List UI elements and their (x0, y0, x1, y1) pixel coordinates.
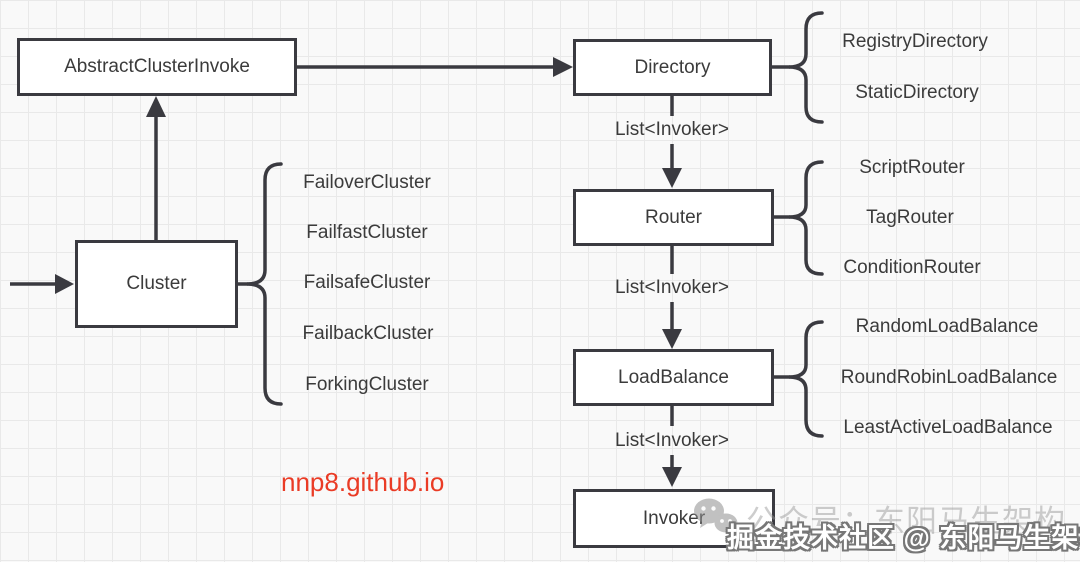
arrow-loadbalance-to-invoker (662, 406, 682, 487)
arrow-into-cluster (10, 274, 74, 294)
wechat-icon (694, 498, 738, 536)
node-directory: Directory (573, 39, 772, 96)
node-router-label: Router (644, 206, 703, 228)
impl-static-directory: StaticDirectory (855, 82, 979, 103)
impl-random-load-balance: RandomLoadBalance (855, 316, 1039, 337)
impl-script-router: ScriptRouter (859, 157, 965, 178)
node-invoker-label: Invoker (642, 507, 706, 529)
arrow-router-to-loadbalance (662, 246, 682, 349)
impl-failover-cluster: FailoverCluster (303, 172, 431, 193)
brace-loadbalance-implementations (770, 320, 824, 438)
impl-condition-router: ConditionRouter (843, 257, 981, 278)
site-link-text: nnp8.github.io (281, 467, 445, 497)
arrow-abstract-to-directory (297, 57, 573, 77)
node-directory-label: Directory (634, 56, 711, 78)
node-load-balance-label: LoadBalance (618, 366, 729, 388)
node-cluster-label: Cluster (126, 273, 187, 294)
node-cluster: Cluster (75, 240, 238, 328)
node-load-balance: LoadBalance (573, 349, 774, 406)
edge-label-list-invoker-3: List<Invoker> (614, 430, 730, 451)
edge-label-list-invoker-1: List<Invoker> (614, 119, 730, 140)
brace-cluster-implementations (236, 162, 283, 406)
node-abstract-cluster-invoke-label: AbstractClusterInvoke (64, 56, 250, 77)
brace-directory-implementations (770, 11, 824, 124)
impl-registry-directory: RegistryDirectory (842, 31, 988, 52)
juejin-watermark-text: 掘金技术社区 @ 东阳马生架构 (727, 523, 1080, 553)
arrow-directory-to-router (662, 96, 682, 188)
impl-round-robin-load-balance: RoundRobinLoadBalance (840, 367, 1058, 388)
brace-router-implementations (770, 160, 824, 276)
node-invoker: Invoker (573, 489, 775, 548)
wechat-watermark-text: 公众号：东阳马生架构 (746, 504, 1066, 539)
impl-failback-cluster: FailbackCluster (302, 323, 434, 344)
node-abstract-cluster-invoke: AbstractClusterInvoke (17, 38, 297, 96)
impl-forking-cluster: ForkingCluster (305, 374, 429, 395)
impl-least-active-load-balance: LeastActiveLoadBalance (843, 417, 1053, 438)
impl-failsafe-cluster: FailsafeCluster (303, 272, 431, 293)
impl-failfast-cluster: FailfastCluster (306, 222, 428, 243)
impl-tag-router: TagRouter (866, 207, 954, 228)
node-router: Router (573, 189, 774, 246)
edge-label-list-invoker-2: List<Invoker> (614, 277, 730, 298)
arrow-cluster-to-abstract (146, 96, 166, 240)
